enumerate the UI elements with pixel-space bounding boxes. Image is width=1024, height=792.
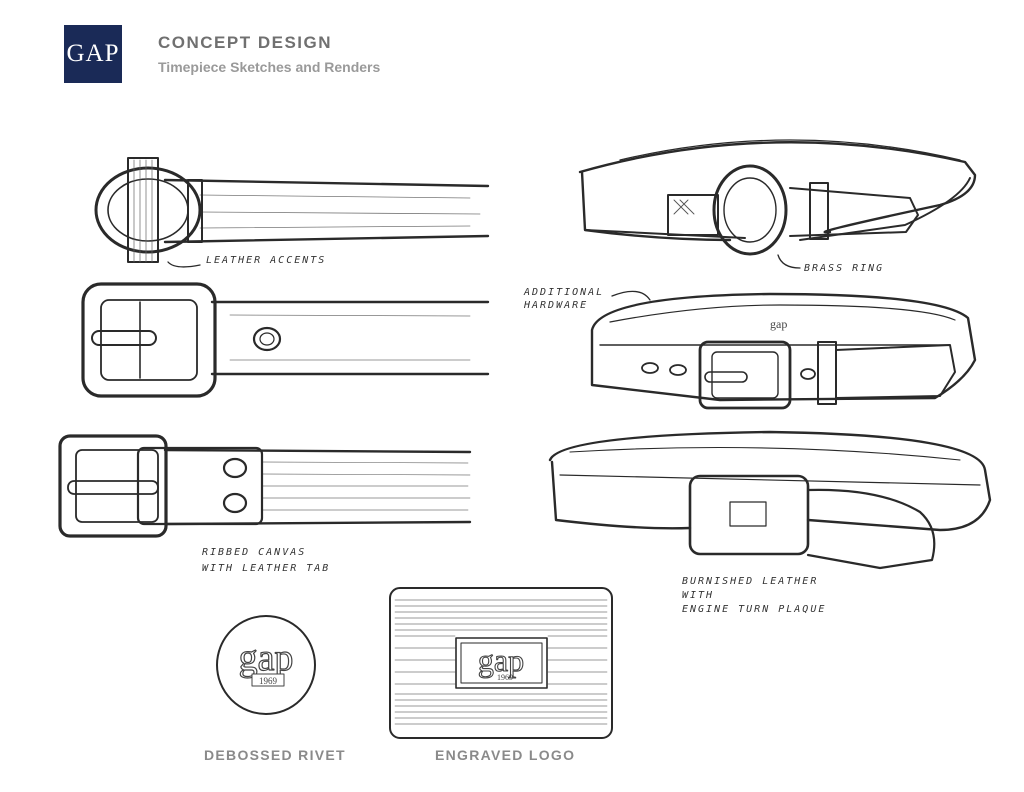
note-ribbed-1: RIBBED CANVAS [202,547,307,558]
plaque-year-text: 1969 [497,673,513,682]
belt-sketch-ring-leather-accents [94,157,490,268]
note-burnished-1: BURNISHED LEATHER [682,576,819,587]
gap-logo-text: GAP [66,40,120,67]
belt-sketch-classic-buckle [81,282,490,398]
belt-sketch-brass-ring [578,139,977,269]
note-brass-ring: BRASS RING [804,263,885,274]
debossed-rivet-illustration: gap 1969 [216,615,316,715]
gap-logo: GAP [64,25,122,83]
note-leather-accents: LEATHER ACCENTS [206,255,327,266]
plaque-brand-text: gap [478,642,524,678]
engraved-logo-plaque: gap 1969 [389,587,613,739]
rivet-year-text: 1969 [259,676,278,686]
note-additional-hardware-1: ADDITIONAL [524,287,605,298]
note-ribbed-2: WITH LEATHER TAB [202,563,331,574]
caption-engraved-logo: ENGRAVED LOGO [435,747,576,763]
note-additional-hardware-2: HARDWARE [524,300,589,311]
belt-sketch-additional-hardware: gap [590,290,977,410]
note-burnished-3: ENGINE TURN PLAQUE [682,604,827,615]
page-subtitle: Timepiece Sketches and Renders [158,59,381,75]
caption-debossed-rivet: DEBOSSED RIVET [204,747,346,763]
belt-sketch-burnished-plaque [548,430,992,570]
svg-text:gap: gap [770,317,787,331]
rivet-brand-text: gap [239,637,294,679]
note-burnished-2: WITH [682,590,715,601]
page-title: CONCEPT DESIGN [158,33,333,52]
belt-sketch-ribbed-canvas [58,434,472,538]
